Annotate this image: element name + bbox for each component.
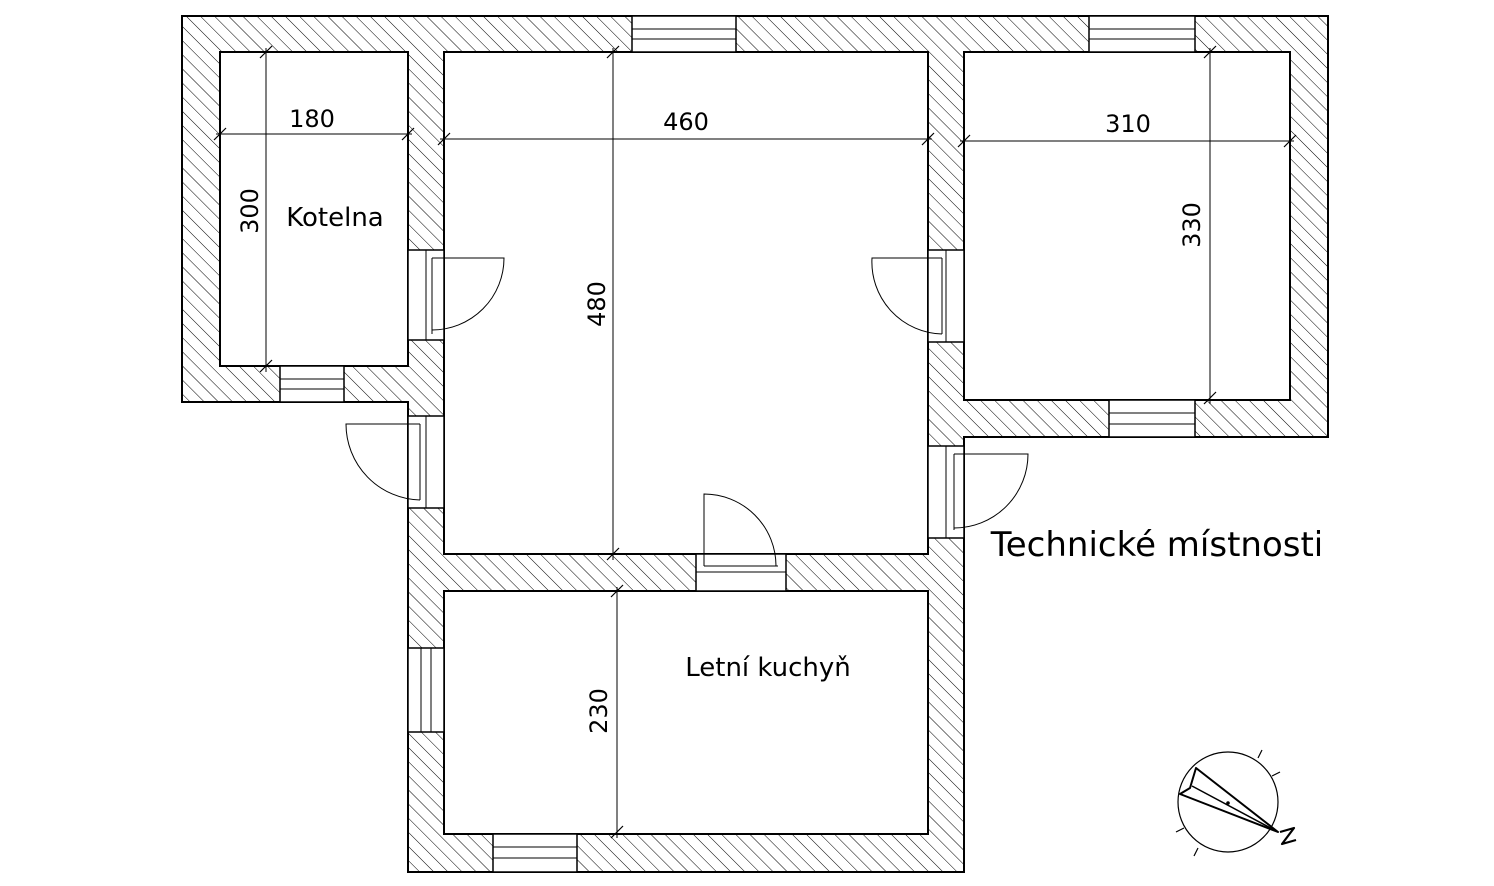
- window-kitchen-south: [492, 833, 578, 873]
- door-entrance-west: [345, 415, 445, 509]
- room-label-summer-kitchen: Letní kuchyň: [685, 653, 851, 683]
- label-boiler-width: 180: [289, 105, 335, 133]
- plan-title: Technické místnosti: [990, 525, 1324, 565]
- window-east-room: [1108, 399, 1196, 438]
- door-entrance-east: [927, 445, 1029, 539]
- window-boiler: [279, 365, 345, 403]
- dimension-kitchen-depth: [610, 584, 624, 839]
- door-kitchen: [695, 493, 787, 592]
- walls: [181, 15, 1329, 873]
- window-top-main: [631, 15, 737, 53]
- label-east-depth: 330: [1178, 202, 1206, 248]
- label-east-width: 310: [1105, 110, 1151, 138]
- dimension-east-depth: [1203, 45, 1217, 405]
- dimension-main-width: [437, 132, 935, 146]
- window-top-east: [1088, 15, 1196, 53]
- dimension-main-depth: [606, 45, 620, 561]
- door-boiler: [407, 249, 505, 341]
- window-kitchen-west: [407, 647, 445, 733]
- north-arrow-icon: [1175, 749, 1297, 857]
- label-main-depth: 480: [583, 281, 611, 327]
- label-kitchen-depth: 230: [585, 688, 613, 734]
- room-label-boiler: Kotelna: [286, 203, 384, 233]
- label-main-width: 460: [663, 108, 709, 136]
- label-boiler-depth: 300: [236, 188, 264, 234]
- dimension-east-width: [957, 134, 1297, 148]
- dimension-boiler-depth: [259, 45, 273, 373]
- dimension-boiler-width: [213, 127, 415, 141]
- door-east-room: [871, 249, 965, 343]
